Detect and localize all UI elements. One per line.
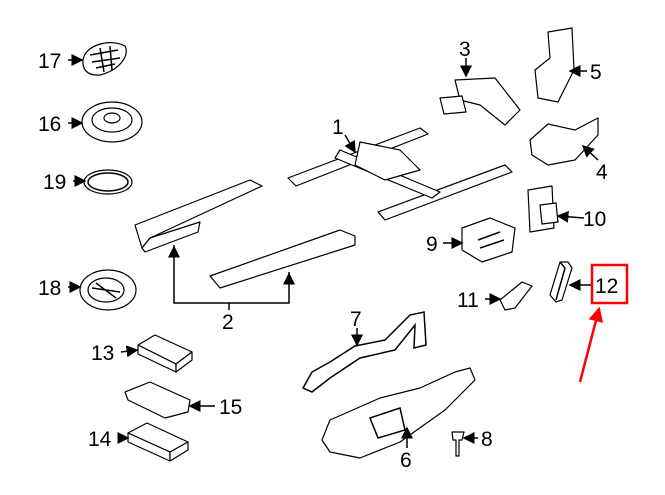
callout-16: 16 [38, 113, 61, 136]
part-8-clip[interactable] [451, 431, 465, 457]
part-6-side-shield[interactable] [321, 367, 476, 459]
callout-8: 8 [481, 428, 493, 451]
part-3-motor[interactable] [439, 77, 521, 126]
part-17-speaker-grille[interactable] [82, 42, 127, 76]
part-1-seat-track[interactable] [287, 127, 513, 221]
part-9-switch[interactable] [461, 217, 516, 263]
callout-17: 17 [38, 50, 61, 73]
part-15-bracket[interactable] [124, 381, 191, 419]
part-11-knob[interactable] [499, 281, 533, 311]
highlight-box [590, 263, 629, 305]
callout-19: 19 [43, 171, 66, 194]
callout-1: 1 [332, 116, 344, 139]
part-2-covers[interactable] [134, 179, 356, 289]
part-13-module[interactable] [137, 334, 193, 373]
callout-15: 15 [219, 396, 242, 419]
part-10-switch[interactable] [527, 185, 559, 233]
callout-9: 9 [426, 233, 438, 256]
callout-10: 10 [583, 208, 606, 231]
part-18-speaker[interactable] [79, 269, 137, 311]
part-5-bracket[interactable] [534, 27, 575, 103]
callout-6: 6 [400, 449, 412, 472]
highlight-arrow [578, 306, 604, 383]
callout-11: 11 [457, 289, 479, 312]
callout-14: 14 [88, 428, 112, 451]
callout-3: 3 [459, 38, 471, 61]
callout-18: 18 [38, 277, 61, 300]
callout-5: 5 [590, 61, 602, 84]
callout-2: 2 [222, 311, 234, 334]
part-16-speaker[interactable] [81, 101, 143, 143]
part-7-wire[interactable] [301, 311, 427, 393]
part-12-knob[interactable] [549, 261, 573, 303]
part-19-ring[interactable] [83, 169, 133, 195]
leader-lines [68, 54, 599, 448]
callout-4: 4 [596, 161, 608, 184]
part-4-motor[interactable] [529, 117, 599, 166]
callout-13: 13 [91, 342, 114, 365]
callout-12[interactable]: 12 [595, 275, 618, 298]
callout-7: 7 [350, 308, 362, 331]
part-14-module[interactable] [127, 422, 189, 462]
